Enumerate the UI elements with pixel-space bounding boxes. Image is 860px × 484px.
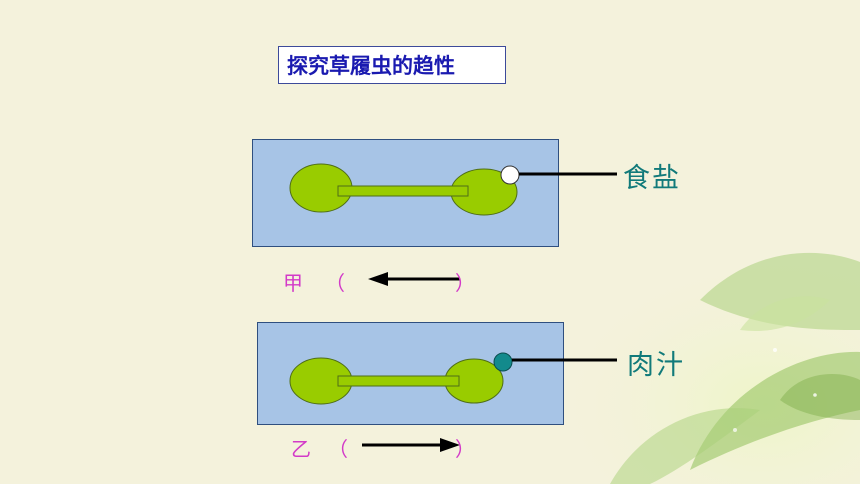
paren-open-2: （	[328, 437, 348, 461]
paren-close-2: ）	[455, 437, 475, 461]
broth-drop	[493, 352, 513, 372]
page-title-text: 探究草履虫的趋性	[287, 54, 455, 78]
stimulus-label-salt: 食盐	[623, 163, 681, 194]
paren-open-1: （	[325, 271, 345, 295]
page-title: 探究草履虫的趋性	[278, 46, 506, 84]
direction-arrow-head-left	[368, 272, 388, 286]
trial-label-1: 甲	[283, 271, 303, 295]
stimulus-label-broth: 肉汁	[627, 350, 685, 381]
paren-close-1: ）	[455, 271, 475, 295]
trial-label-2: 乙	[291, 437, 311, 461]
direction-arrow-head-right	[440, 438, 460, 452]
connecting-channel-2	[337, 375, 460, 387]
connecting-channel-1	[337, 185, 469, 197]
